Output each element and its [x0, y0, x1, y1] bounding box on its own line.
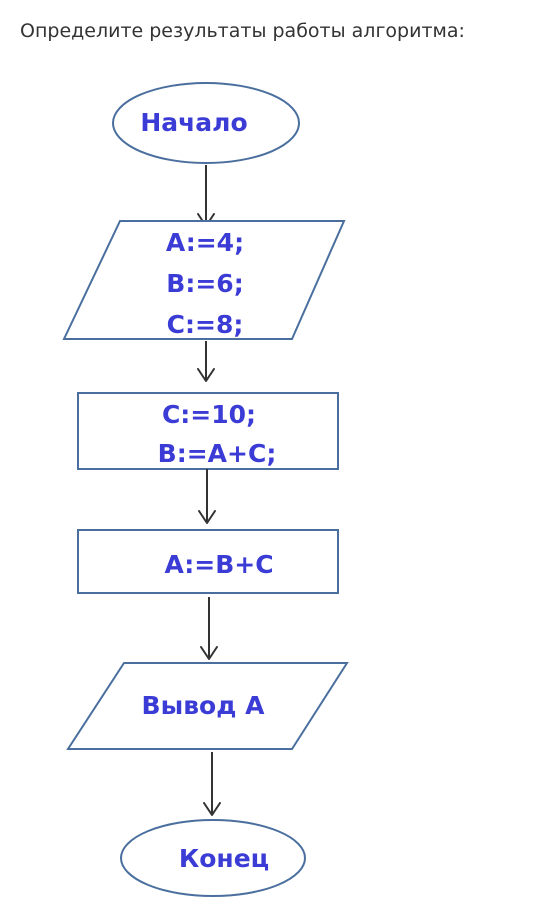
process2-label: A:=B+C: [164, 550, 273, 579]
arrow-input-to-process1: [197, 341, 215, 382]
arrow-process2-to-output: [200, 597, 218, 660]
start-node: [112, 82, 300, 164]
input-line-1: A:=4;: [166, 228, 244, 257]
process1-line-2: B:=A+C;: [158, 439, 277, 468]
output-label: Вывод А: [142, 691, 266, 720]
question-text: Определите результаты работы алгоритма:: [20, 20, 465, 42]
process-node-2: [77, 529, 339, 594]
arrow-start-to-input: [197, 165, 215, 227]
start-label: Начало: [140, 108, 247, 137]
process1-line-1: C:=10;: [162, 400, 256, 429]
end-node: [120, 819, 306, 897]
arrow-output-to-end: [203, 752, 221, 816]
input-line-3: C:=8;: [167, 310, 244, 339]
arrow-process1-to-process2: [198, 469, 216, 524]
output-node: [66, 662, 349, 750]
input-node: [62, 220, 346, 340]
end-label: Конец: [179, 844, 269, 873]
input-line-2: B:=6;: [166, 269, 243, 298]
